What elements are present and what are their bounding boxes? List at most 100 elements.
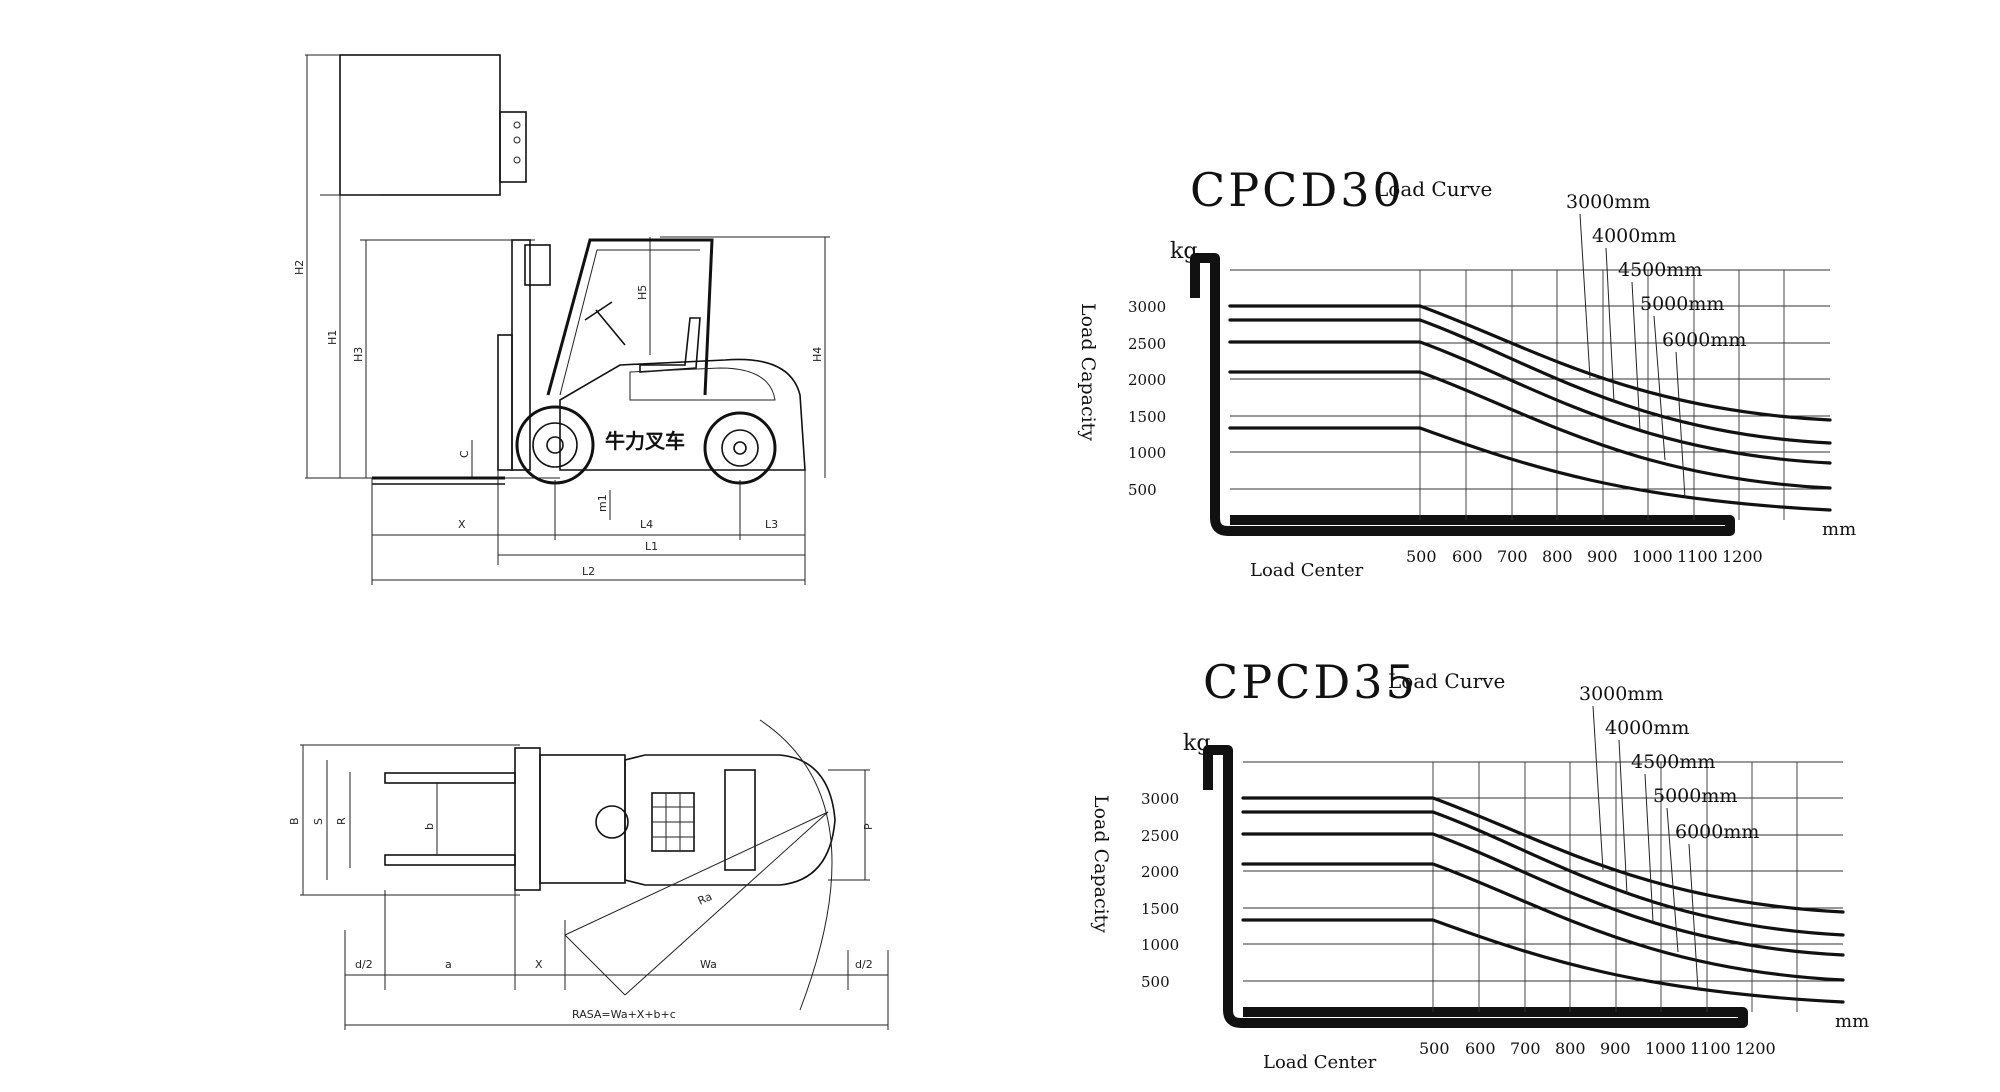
x-tick-label: 700	[1497, 547, 1528, 566]
curve-label: 3000mm	[1579, 683, 1663, 705]
y-axis-label: Load Capacity	[1077, 303, 1099, 441]
y-tick-label: 500	[1128, 481, 1157, 499]
x-tick-label: 1100	[1677, 547, 1718, 566]
dim-d2-right: d/2	[855, 958, 873, 971]
load-curve-line	[1241, 832, 1845, 957]
chart-model-title: CPCD30	[1190, 163, 1405, 217]
x-tick-label: 500	[1406, 547, 1437, 566]
dim-b: B	[288, 817, 301, 825]
x-unit-label: mm	[1822, 519, 1856, 540]
load-curve-line	[1241, 810, 1845, 937]
dim-b-small: b	[423, 823, 436, 830]
load-curve-line	[1241, 918, 1845, 1004]
x-tick-label: 1000	[1632, 547, 1673, 566]
load-curve-line	[1228, 304, 1832, 422]
truck-body	[559, 358, 806, 471]
curve-label: 5000mm	[1653, 785, 1737, 807]
brand-text: 牛力叉车	[605, 429, 685, 453]
y-tick-label: 1000	[1141, 936, 1179, 954]
chart-model-title: CPCD35	[1203, 655, 1418, 709]
x-tick-label: 800	[1555, 1039, 1586, 1058]
dim-p: P	[862, 823, 875, 830]
dim-m1: m1	[596, 494, 609, 512]
turning-arc	[759, 719, 833, 1011]
x-tick-label: 1200	[1735, 1039, 1776, 1058]
dim-wa: Wa	[700, 958, 717, 971]
overhead-guard	[546, 238, 714, 396]
load-curve-line	[1241, 796, 1845, 914]
dim-l2: L2	[582, 565, 595, 578]
dim-l1: L1	[645, 540, 658, 553]
y-tick-label: 2500	[1141, 827, 1179, 845]
carriage	[524, 244, 551, 286]
y-tick-label: 1000	[1128, 444, 1166, 462]
axis-frame	[1203, 745, 1748, 1028]
x-tick-label: 1100	[1690, 1039, 1731, 1058]
y-tick-label: 2000	[1141, 863, 1179, 881]
x-tick-label: 1200	[1722, 547, 1763, 566]
curve-label: 4000mm	[1592, 225, 1676, 247]
dim-h4: H4	[811, 347, 824, 362]
x-tick-label: 900	[1600, 1039, 1631, 1058]
dim-h3: H3	[352, 347, 365, 362]
curve-label: 4000mm	[1605, 717, 1689, 739]
dim-s: S	[312, 818, 325, 825]
axis-frame	[1190, 253, 1735, 536]
dim-d2-left: d/2	[355, 958, 373, 971]
dim-h2: H2	[293, 260, 306, 275]
top-carriage	[514, 747, 541, 891]
dim-c: C	[458, 450, 471, 458]
x-tick-label: 1000	[1645, 1039, 1686, 1058]
x-unit-label: mm	[1835, 1011, 1869, 1032]
load-curve-line	[1241, 862, 1845, 982]
x-tick-label: 600	[1465, 1039, 1496, 1058]
curve-label: 5000mm	[1640, 293, 1724, 315]
x-tick-label: 900	[1587, 547, 1618, 566]
load-curve-line	[1228, 370, 1832, 490]
y-tick-label: 1500	[1128, 408, 1166, 426]
dim-l4: L4	[640, 518, 653, 531]
dim-ra: Ra	[696, 890, 714, 908]
x-tick-label: 500	[1419, 1039, 1450, 1058]
curve-label: 4500mm	[1618, 259, 1702, 281]
dim-l3: L3	[765, 518, 778, 531]
load-curve-line	[1228, 426, 1832, 512]
chart-title-suffix: Load Curve	[1388, 669, 1505, 693]
dim-h1: H1	[326, 330, 339, 345]
x-axis-label: Load Center	[1263, 1052, 1377, 1073]
y-tick-label: 2000	[1128, 371, 1166, 389]
formula: RASA=Wa+X+b+c	[572, 1008, 676, 1021]
forklift-top-view: B S R b Ra P	[288, 719, 889, 1030]
x-tick-label: 700	[1510, 1039, 1541, 1058]
chart-title-suffix: Load Curve	[1375, 177, 1492, 201]
curve-label: 6000mm	[1675, 821, 1759, 843]
top-fork-lower	[384, 854, 516, 866]
dim-a: a	[445, 958, 452, 971]
front-wheel	[515, 405, 595, 485]
top-body	[624, 754, 836, 886]
rear-wheel	[703, 411, 777, 485]
dim-x: X	[458, 518, 466, 531]
load-curve-line	[1228, 318, 1832, 445]
top-fork-upper	[384, 772, 516, 784]
mast-outer	[511, 239, 531, 471]
y-axis-label: Load Capacity	[1090, 795, 1112, 933]
dim-x-top: X	[535, 958, 543, 971]
load-curve-line	[1228, 340, 1832, 465]
dim-h5: H5	[636, 285, 649, 300]
x-tick-label: 800	[1542, 547, 1573, 566]
y-tick-label: 1500	[1141, 900, 1179, 918]
curve-label: 3000mm	[1566, 191, 1650, 213]
curve-label: 6000mm	[1662, 329, 1746, 351]
y-tick-label: 500	[1141, 973, 1170, 991]
top-steering-wheel	[595, 805, 629, 839]
forklift-side-view: H2 H1 H3 H4 H5 牛力叉车	[293, 54, 830, 585]
x-axis-label: Load Center	[1250, 560, 1364, 581]
dim-r: R	[335, 817, 348, 825]
y-tick-label: 3000	[1128, 298, 1166, 316]
y-tick-label: 3000	[1141, 790, 1179, 808]
curve-label: 4500mm	[1631, 751, 1715, 773]
x-tick-label: 600	[1452, 547, 1483, 566]
